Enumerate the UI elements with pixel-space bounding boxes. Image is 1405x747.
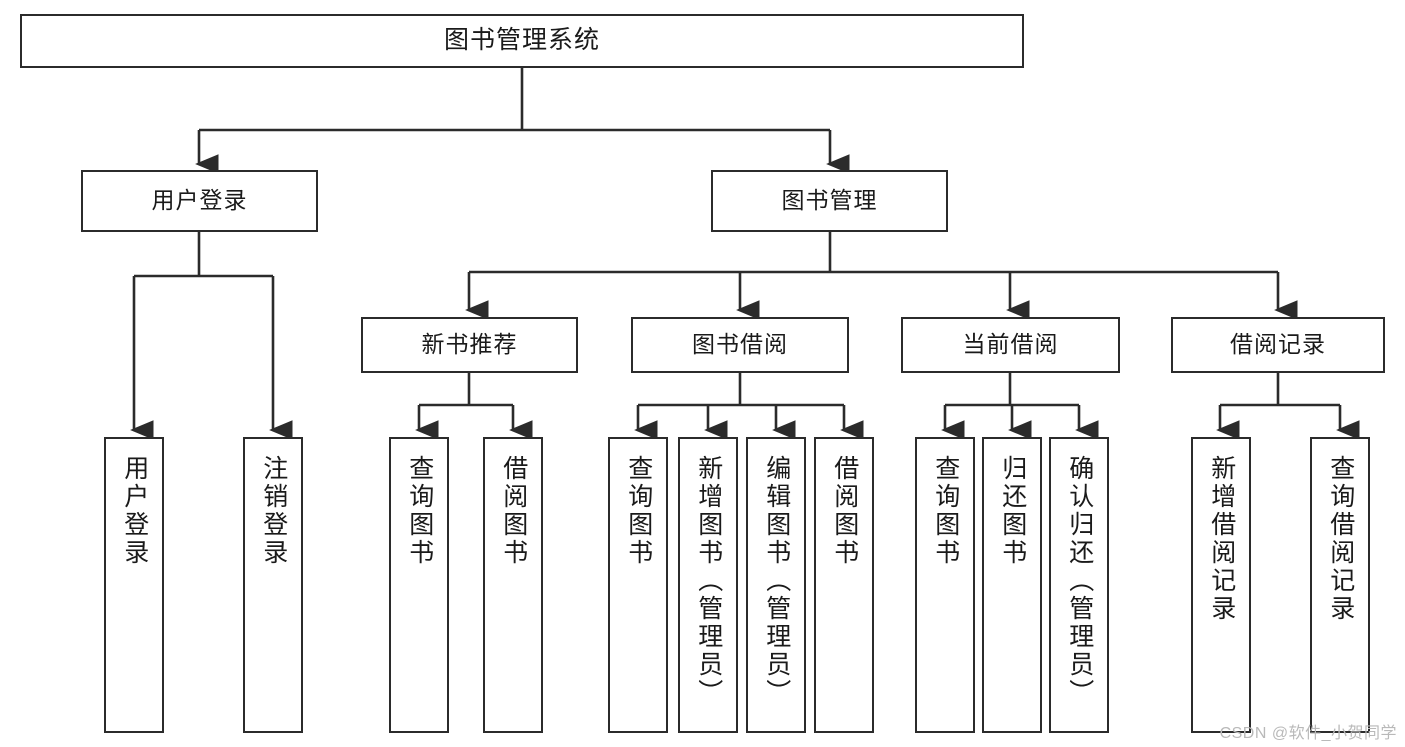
node-user-login[interactable]: 用户登录 <box>81 170 318 232</box>
node-leaf-query-book-current[interactable]: 查询图书 <box>915 437 975 733</box>
node-leaf-return-book[interactable]: 归还图书 <box>982 437 1042 733</box>
node-label: 当前借阅 <box>962 331 1059 358</box>
node-root-book-management-system[interactable]: 图书管理系统 <box>20 14 1024 68</box>
node-label: 编辑图书（管理员） <box>762 455 791 707</box>
node-label: 查询图书 <box>405 455 434 567</box>
node-label: 借阅记录 <box>1230 331 1326 358</box>
node-label: 查询图书 <box>931 455 960 567</box>
node-label: 查询借阅记录 <box>1326 455 1355 623</box>
node-leaf-edit-book-admin[interactable]: 编辑图书（管理员） <box>746 437 806 733</box>
node-leaf-add-book-admin[interactable]: 新增图书（管理员） <box>678 437 738 733</box>
node-leaf-borrow-book[interactable]: 借阅图书 <box>814 437 874 733</box>
node-label: 图书借阅 <box>692 331 788 358</box>
node-leaf-query-book-borrow[interactable]: 查询图书 <box>608 437 668 733</box>
node-label: 新书推荐 <box>421 331 518 358</box>
node-leaf-confirm-return-admin[interactable]: 确认归还（管理员） <box>1049 437 1109 733</box>
node-label: 确认归还（管理员） <box>1065 455 1094 707</box>
node-current-borrow[interactable]: 当前借阅 <box>901 317 1120 373</box>
csdn-watermark: CSDN @软件_小贺同学 <box>1219 725 1397 742</box>
node-leaf-user-login[interactable]: 用户登录 <box>104 437 164 733</box>
node-label: 用户登录 <box>151 187 248 214</box>
node-leaf-logout[interactable]: 注销登录 <box>243 437 303 733</box>
node-label: 查询图书 <box>624 455 653 567</box>
node-label: 用户登录 <box>120 455 149 567</box>
node-label: 新增图书（管理员） <box>694 455 723 707</box>
node-label: 图书管理 <box>781 187 878 214</box>
node-label: 归还图书 <box>998 455 1027 567</box>
node-book-management[interactable]: 图书管理 <box>711 170 948 232</box>
node-book-borrow[interactable]: 图书借阅 <box>631 317 849 373</box>
node-new-book-recommend[interactable]: 新书推荐 <box>361 317 578 373</box>
node-leaf-borrow-book-recommend[interactable]: 借阅图书 <box>483 437 543 733</box>
node-leaf-add-borrow-record[interactable]: 新增借阅记录 <box>1191 437 1251 733</box>
node-label: 注销登录 <box>259 455 288 567</box>
node-leaf-query-borrow-record[interactable]: 查询借阅记录 <box>1310 437 1370 733</box>
node-borrow-record[interactable]: 借阅记录 <box>1171 317 1385 373</box>
node-label: 图书管理系统 <box>443 26 600 55</box>
node-label: 借阅图书 <box>830 455 859 567</box>
node-label: 借阅图书 <box>499 455 528 567</box>
node-label: 新增借阅记录 <box>1207 455 1236 623</box>
node-leaf-query-book-recommend[interactable]: 查询图书 <box>389 437 449 733</box>
